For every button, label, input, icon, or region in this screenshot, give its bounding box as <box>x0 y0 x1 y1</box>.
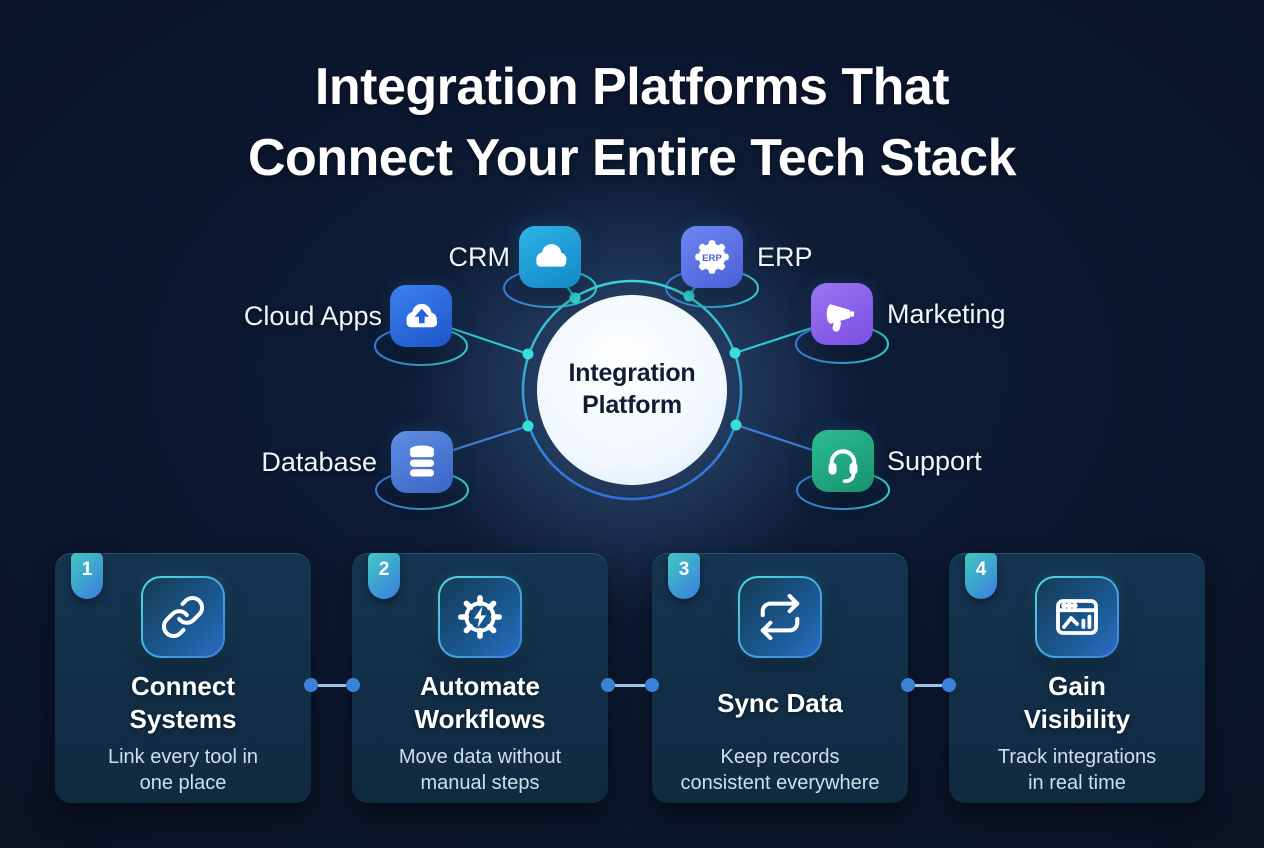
step-1-description: Link every tool in one place <box>107 746 259 794</box>
step-3-number: 3 <box>678 559 690 580</box>
chart-window-icon <box>1056 599 1098 635</box>
step-2-number: 2 <box>378 559 390 580</box>
cloud-apps-node-label: Cloud Apps <box>243 301 382 331</box>
step-4-number: 4 <box>975 559 987 580</box>
marketing-node-label: Marketing <box>887 299 1006 329</box>
page-title-line-1: Integration Platforms That <box>314 58 950 116</box>
database-node <box>391 431 453 493</box>
database-node-label: Database <box>261 447 377 477</box>
cloud-icon <box>536 244 567 267</box>
step-3-title: Sync Data <box>717 687 843 718</box>
sync-arrows-icon <box>760 594 800 640</box>
crm-node-label: CRM <box>448 242 511 272</box>
step-card-4: 4 Gain Visibility Track integrations in … <box>949 553 1205 803</box>
connector-dot <box>901 678 915 692</box>
step-2-description: Move data without manual steps <box>398 746 562 794</box>
step-card-1: 1 Connect Systems Link every tool in one… <box>55 553 311 803</box>
connector-dot <box>346 678 360 692</box>
page-title: Integration Platforms That Connect Your … <box>0 52 1264 194</box>
svg-text:ERP: ERP <box>702 253 722 264</box>
ring-dot <box>569 292 581 304</box>
megaphone-icon <box>826 304 855 332</box>
card-connector-2-3 <box>601 678 659 692</box>
connector-dot <box>645 678 659 692</box>
support-node-label: Support <box>887 446 982 476</box>
step-3-description: Keep records consistent everywhere <box>680 746 880 794</box>
chain-link-icon <box>161 595 205 639</box>
step-1-badge: 1 <box>71 553 103 599</box>
step-4-icon-tile <box>1035 576 1119 658</box>
step-2-icon-tile <box>438 576 522 658</box>
support-node <box>812 430 874 492</box>
connector-dot <box>304 678 318 692</box>
step-4-description: Track integrations in real time <box>997 746 1157 794</box>
ring-dot <box>683 290 695 302</box>
step-4-badge: 4 <box>965 553 997 599</box>
step-card-3: 3 Sync Data Keep records consistent ever… <box>652 553 908 803</box>
erp-node: ERP <box>681 226 743 288</box>
step-1-icon-tile <box>141 576 225 658</box>
gear-bolt-icon <box>458 595 503 640</box>
marketing-node <box>811 283 873 345</box>
gear-erp-icon: ERP <box>695 240 729 274</box>
step-4-title: Gain Visibility <box>1023 671 1131 734</box>
connector-line <box>915 683 942 687</box>
connector-dot <box>942 678 956 692</box>
step-3-badge: 3 <box>668 553 700 599</box>
hub-label: Integration Platform <box>568 359 696 419</box>
headset-icon <box>828 449 858 483</box>
cloud-apps-node <box>390 285 452 347</box>
card-connector-1-2 <box>304 678 360 692</box>
erp-node-label: ERP <box>757 242 813 272</box>
page-title-line-2: Connect Your Entire Tech Stack <box>247 129 1017 187</box>
step-1-title: Connect Systems <box>129 671 237 734</box>
step-3-icon-tile <box>738 576 822 658</box>
ring-dot <box>730 419 742 431</box>
connector-dot <box>601 678 615 692</box>
cloud-upload-icon <box>406 303 438 328</box>
step-2-title: Automate Workflows <box>414 671 546 734</box>
connector-line <box>615 683 645 687</box>
step-1-number: 1 <box>81 559 93 580</box>
ring-dot <box>522 420 534 432</box>
database-icon <box>409 445 435 477</box>
connector-line <box>318 683 346 687</box>
step-card-2: 2 Automate Workflows Move data without m… <box>352 553 608 803</box>
crm-node <box>519 226 581 288</box>
card-connector-3-4 <box>901 678 956 692</box>
step-2-badge: 2 <box>368 553 400 599</box>
